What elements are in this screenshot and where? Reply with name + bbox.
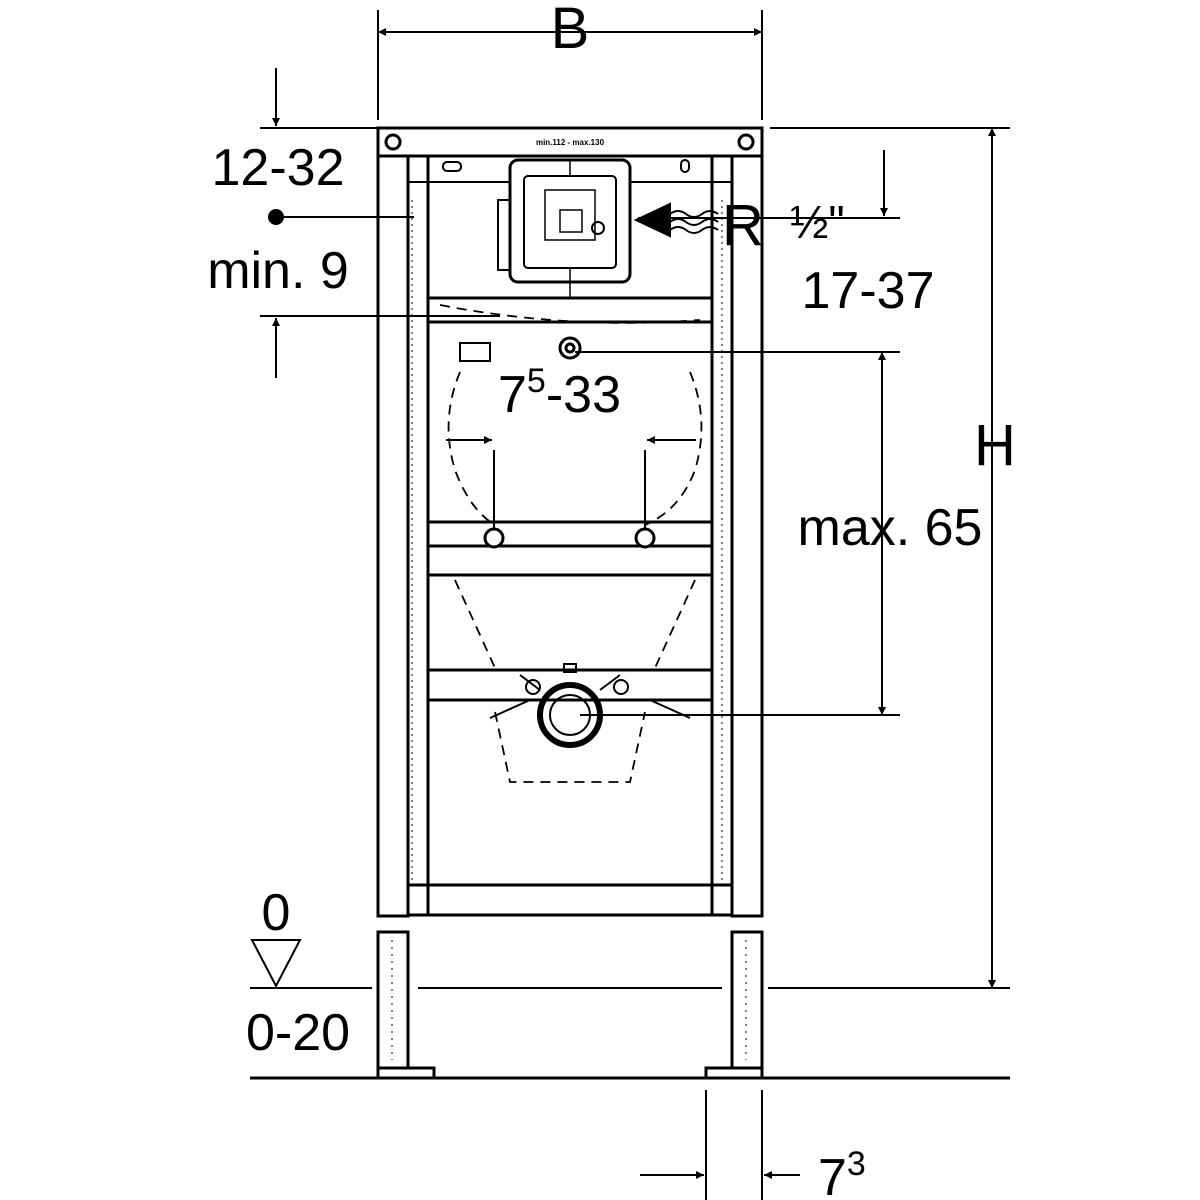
mounting-hole-left [384,133,402,151]
urinal-bowl-outline [439,304,703,783]
right-post [730,154,764,918]
crossbar-upper [426,296,714,324]
left-post [376,154,410,918]
water-supply-arrow [633,202,719,238]
top-offset-label: 12-32 [212,139,345,197]
right-leg [730,930,764,1074]
thread-prefix-label: R [722,193,764,258]
post-scale-marks [391,200,747,1060]
slot-right [680,159,690,173]
bracket-spacing-label: 75-33 [498,362,621,424]
mounting-hole-right [737,133,755,151]
width-label: B [551,0,590,61]
bracket-bolts [483,527,656,549]
thread-size-label: ½" [790,196,845,248]
frame-outline [376,126,764,1080]
slot-left [442,161,462,172]
left-leg [376,930,410,1074]
floor-level-label: 0 [262,884,291,942]
foot-offset-label: 73 [818,1145,866,1200]
min-depth-label: min. 9 [207,242,349,300]
crossbar-bracket [426,520,714,548]
crossbar-outlet [426,668,714,702]
max-height-label: max. 65 [798,499,983,557]
height-label: H [974,413,1016,478]
bracket-bolt-right [634,527,656,549]
dimension-lines [250,10,1010,1200]
frame-bottom-rail [406,883,734,917]
bracket-bolt-left [483,527,505,549]
floor-range-label: 0-20 [246,1004,350,1062]
supply-height-label: 17-37 [802,262,935,320]
plate-marking: min.112 - max.130 [536,138,605,147]
flush-valve-box [497,158,632,298]
